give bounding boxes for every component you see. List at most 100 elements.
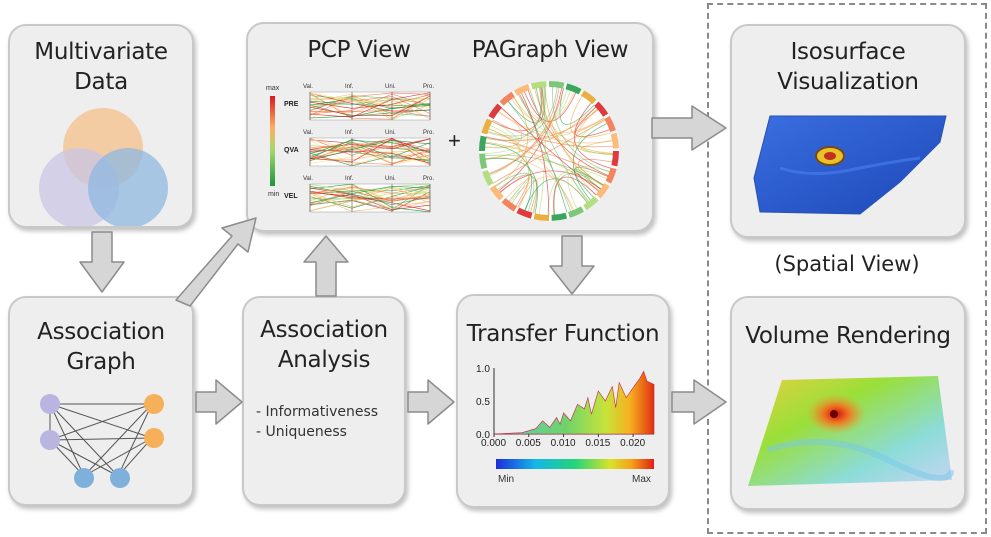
pcp-line [309,184,431,210]
chord-arc [514,84,530,96]
pcp-axis-label: Inf. [345,176,354,182]
pcp-line [309,146,431,164]
tf-y-tick-label: 1.0 [476,364,490,375]
pcp-colorbar [270,96,275,186]
pcp-row-label: QVA [284,147,299,154]
pcp-line [309,95,431,116]
chord-link [485,106,597,160]
chord-arc [611,151,619,167]
pcp-row-label: PRE [284,101,299,108]
pcp-line [309,187,431,211]
pcp-line [309,138,431,157]
tf-y-tick-label: 0.5 [476,397,490,408]
pcp-axis-label: Val. [303,130,313,136]
pcp-axis-label: Uni. [385,130,396,136]
pcp-colorbar-min: min [268,191,279,198]
chord-link [578,118,614,156]
pcp-colorbar-max: max [266,85,280,92]
chord-link [485,142,533,211]
association-graph-title-line1: Association [37,319,165,345]
pcp-line [309,138,431,153]
chord-arc [516,207,533,219]
chord-link [553,173,604,216]
isosurface-box: Isosurface Visualization [730,24,966,238]
association-analysis-title-line2: Analysis [277,346,371,373]
chord-link [495,96,529,188]
pcp-line [309,104,431,117]
chord-link [521,92,550,216]
chord-arc [565,83,582,95]
chord-arc [610,132,619,149]
association-graph-title-line2: Graph [66,348,136,375]
chord-link [488,88,565,175]
chord-link [559,88,595,125]
spatial-view-label: (Spatial View) [774,252,920,276]
chord-link [575,106,610,137]
chord-arc [489,185,504,201]
isosurface-title-line1: Isosurface [790,39,906,65]
chord-link [529,89,590,202]
tf-y-tick-label: 0.0 [476,430,490,441]
chord-arc [533,213,549,222]
pcp-line [309,148,431,165]
plus-sign: + [448,128,461,153]
chord-link [486,136,609,178]
chord-link [488,128,530,208]
multivariate-data-box: Multivariate Data [8,24,194,228]
pcp-line [309,138,431,166]
chord-link [498,110,605,134]
chord-arc [605,167,617,184]
chord-link [552,86,610,173]
volume-rendering-title: Volume Rendering [745,323,951,349]
pcp-axis-label: Uni. [385,176,396,182]
chord-arc [604,116,616,132]
informativeness-item: - Informativeness [256,404,379,420]
arrow-graph-to-pcp [175,217,257,307]
spatial-view-group [707,3,987,534]
pcp-axis-label: Val. [303,176,313,182]
chord-link [538,86,546,215]
pcp-line [309,92,431,118]
chord-link [509,176,588,203]
chord-link [497,174,538,214]
chord-arc [549,80,565,89]
chord-link [567,169,608,210]
chord-arc [499,91,515,106]
uniqueness-item: - Uniqueness [256,424,347,441]
tf-colorbar-min: Min [498,474,514,485]
pagraph-view-title: PAGraph View [471,37,629,63]
chord-arc [482,170,494,186]
chord-link [524,178,588,211]
chord-link [535,86,545,120]
association-graph-box: Association Graph [8,296,194,506]
chord-arc [551,212,568,221]
pcp-axis-label: Pro. [423,84,434,90]
chord-link [572,108,598,196]
pcp-line [309,95,431,115]
chord-arc [481,118,493,135]
pcp-line [309,110,431,117]
chord-link [538,87,604,186]
pcp-axis-label: Val. [303,84,313,90]
pcp-line [309,109,431,119]
tf-colorbar-max: Max [632,474,651,485]
pcp-axis-label: Pro. [423,130,434,136]
chord-link [505,177,538,214]
chord-link [517,86,544,122]
arrow-pagraph-to-tf [549,235,595,295]
chord-arc [479,153,488,170]
chord-arc [583,196,599,211]
association-analysis-box: Association Analysis - Informativeness -… [242,296,406,506]
chord-link [489,125,520,177]
pcp-axis-label: Pro. [423,176,434,182]
chord-arc [488,103,502,119]
chord-link [574,102,612,169]
pcp-line [309,138,431,163]
pcp-pagraph-view-box: PCP View PAGraph View max min Val.Inf.Un… [246,22,654,232]
chord-link [523,91,577,122]
tf-x-tick-label: 0.010 [551,438,576,449]
pcp-line [309,186,431,194]
pcp-line [309,185,431,194]
transfer-function-title: Transfer Function [466,321,660,347]
